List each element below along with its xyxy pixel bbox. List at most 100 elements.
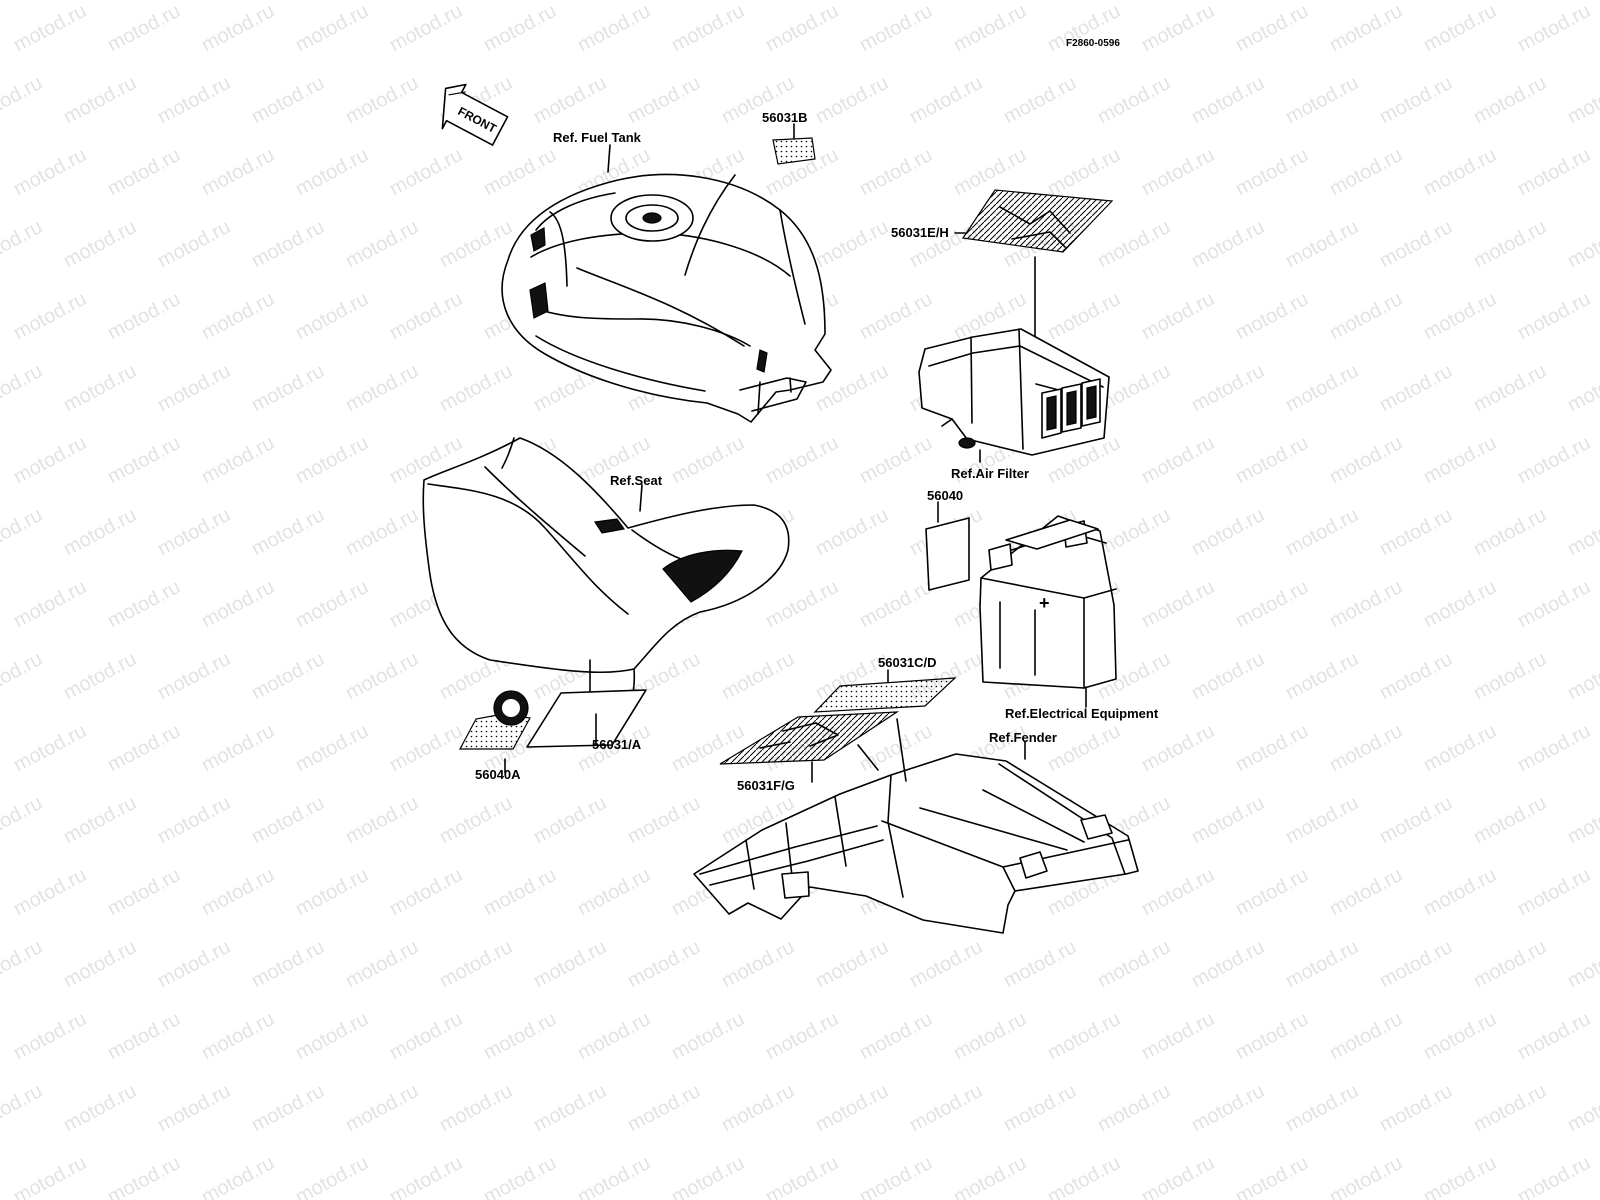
- watermark-text: motod.ru: [1376, 72, 1456, 128]
- watermark-text: motod.ru: [1376, 936, 1456, 992]
- watermark-text: motod.ru: [248, 360, 328, 416]
- watermark-text: motod.ru: [104, 864, 184, 920]
- watermark-text: motod.ru: [1564, 936, 1600, 992]
- watermark-text: motod.ru: [1514, 1152, 1594, 1200]
- watermark-text: motod.ru: [1470, 504, 1550, 560]
- watermark-text: motod.ru: [668, 720, 748, 776]
- watermark-text: motod.ru: [530, 792, 610, 848]
- watermark-text: motod.ru: [10, 864, 90, 920]
- watermark-text: motod.ru: [1326, 288, 1406, 344]
- watermark-text: motod.ru: [386, 144, 466, 200]
- watermark-text: motod.ru: [0, 1080, 46, 1136]
- electrical-equipment-drawing: +: [979, 515, 1117, 708]
- fuel-tank-drawing: [501, 173, 832, 423]
- watermark-text: motod.ru: [480, 144, 560, 200]
- battery-plus-sign: +: [1039, 593, 1050, 613]
- watermark-text: motod.ru: [1000, 1080, 1080, 1136]
- watermark-text: motod.ru: [480, 1152, 560, 1200]
- watermark-text: motod.ru: [624, 1080, 704, 1136]
- watermark-text: motod.ru: [154, 72, 234, 128]
- air-filter-drawing: [918, 189, 1114, 463]
- watermark-text: motod.ru: [1282, 936, 1362, 992]
- watermark-text: motod.ru: [198, 720, 278, 776]
- watermark-text: motod.ru: [60, 504, 140, 560]
- watermark-text: motod.ru: [1326, 1152, 1406, 1200]
- watermark-text: motod.ru: [1232, 0, 1312, 56]
- watermark-text: motod.ru: [386, 1152, 466, 1200]
- watermark-text: motod.ru: [10, 0, 90, 56]
- watermark-text: motod.ru: [718, 648, 798, 704]
- watermark-text: motod.ru: [436, 936, 516, 992]
- watermark-text: motod.ru: [386, 0, 466, 56]
- sticker-56031fg: [719, 711, 900, 783]
- watermark-text: motod.ru: [1000, 72, 1080, 128]
- watermark-text: motod.ru: [1282, 216, 1362, 272]
- watermark-text: motod.ru: [104, 288, 184, 344]
- watermark-text: motod.ru: [624, 936, 704, 992]
- watermark-text: motod.ru: [480, 864, 560, 920]
- watermark-text: motod.ru: [292, 864, 372, 920]
- label-fuel-tank: Ref. Fuel Tank: [553, 130, 642, 145]
- watermark-text: motod.ru: [1044, 1152, 1124, 1200]
- watermark-text: motod.ru: [1564, 216, 1600, 272]
- watermark-text: motod.ru: [1376, 792, 1456, 848]
- watermark-text: motod.ru: [1138, 1008, 1218, 1064]
- watermark-text: motod.ru: [292, 720, 372, 776]
- watermark-text: motod.ru: [292, 432, 372, 488]
- watermark-text: motod.ru: [1564, 792, 1600, 848]
- watermark-text: motod.ru: [1138, 288, 1218, 344]
- watermark-text: motod.ru: [1188, 216, 1268, 272]
- watermark-text: motod.ru: [1188, 504, 1268, 560]
- label-56031cd: 56031C/D: [878, 655, 937, 670]
- watermark-text: motod.ru: [856, 1152, 936, 1200]
- watermark-text: motod.ru: [1470, 936, 1550, 992]
- sticker-56040a: [459, 690, 531, 774]
- watermark-text: motod.ru: [1420, 0, 1500, 56]
- watermark-text: motod.ru: [60, 216, 140, 272]
- watermark-text: motod.ru: [104, 0, 184, 56]
- watermark-text: motod.ru: [1420, 432, 1500, 488]
- watermark-text: motod.ru: [574, 1152, 654, 1200]
- watermark-text: motod.ru: [248, 504, 328, 560]
- watermark-text: motod.ru: [1376, 648, 1456, 704]
- sticker-56031b: [772, 137, 816, 165]
- watermark-text: motod.ru: [1564, 360, 1600, 416]
- watermark-text: motod.ru: [104, 720, 184, 776]
- watermark-text: motod.ru: [906, 72, 986, 128]
- watermark-text: motod.ru: [1420, 1008, 1500, 1064]
- watermark-text: motod.ru: [1138, 432, 1218, 488]
- watermark-text: motod.ru: [1326, 144, 1406, 200]
- watermark-text: motod.ru: [1188, 792, 1268, 848]
- watermark-text: motod.ru: [154, 648, 234, 704]
- watermark-text: motod.ru: [718, 936, 798, 992]
- watermark-text: motod.ru: [198, 576, 278, 632]
- watermark-text: motod.ru: [0, 792, 46, 848]
- watermark-text: motod.ru: [10, 144, 90, 200]
- watermark-text: motod.ru: [1232, 288, 1312, 344]
- watermark-text: motod.ru: [812, 1080, 892, 1136]
- watermark-text: motod.ru: [1044, 720, 1124, 776]
- watermark-text: motod.ru: [668, 1008, 748, 1064]
- watermark-text: motod.ru: [436, 216, 516, 272]
- watermark-text: motod.ru: [668, 1152, 748, 1200]
- watermark-text: motod.ru: [812, 216, 892, 272]
- watermark-text: motod.ru: [1138, 576, 1218, 632]
- watermark-text: motod.ru: [60, 936, 140, 992]
- front-arrow-icon: FRONT: [441, 83, 509, 146]
- watermark-text: motod.ru: [1514, 432, 1594, 488]
- watermark-text: motod.ru: [1094, 504, 1174, 560]
- watermark-text: motod.ru: [1420, 144, 1500, 200]
- watermark-text: motod.ru: [1514, 864, 1594, 920]
- watermark-text: motod.ru: [856, 576, 936, 632]
- sticker-56031cd: [813, 669, 957, 713]
- label-56031b: 56031B: [762, 110, 808, 125]
- watermark-text: motod.ru: [1420, 720, 1500, 776]
- watermark-text: motod.ru: [342, 360, 422, 416]
- watermark-text: motod.ru: [762, 1152, 842, 1200]
- watermark-text: motod.ru: [624, 792, 704, 848]
- watermark-text: motod.ru: [0, 360, 46, 416]
- watermark-text: motod.ru: [1420, 288, 1500, 344]
- watermark-text: motod.ru: [342, 72, 422, 128]
- watermark-text: motod.ru: [1138, 720, 1218, 776]
